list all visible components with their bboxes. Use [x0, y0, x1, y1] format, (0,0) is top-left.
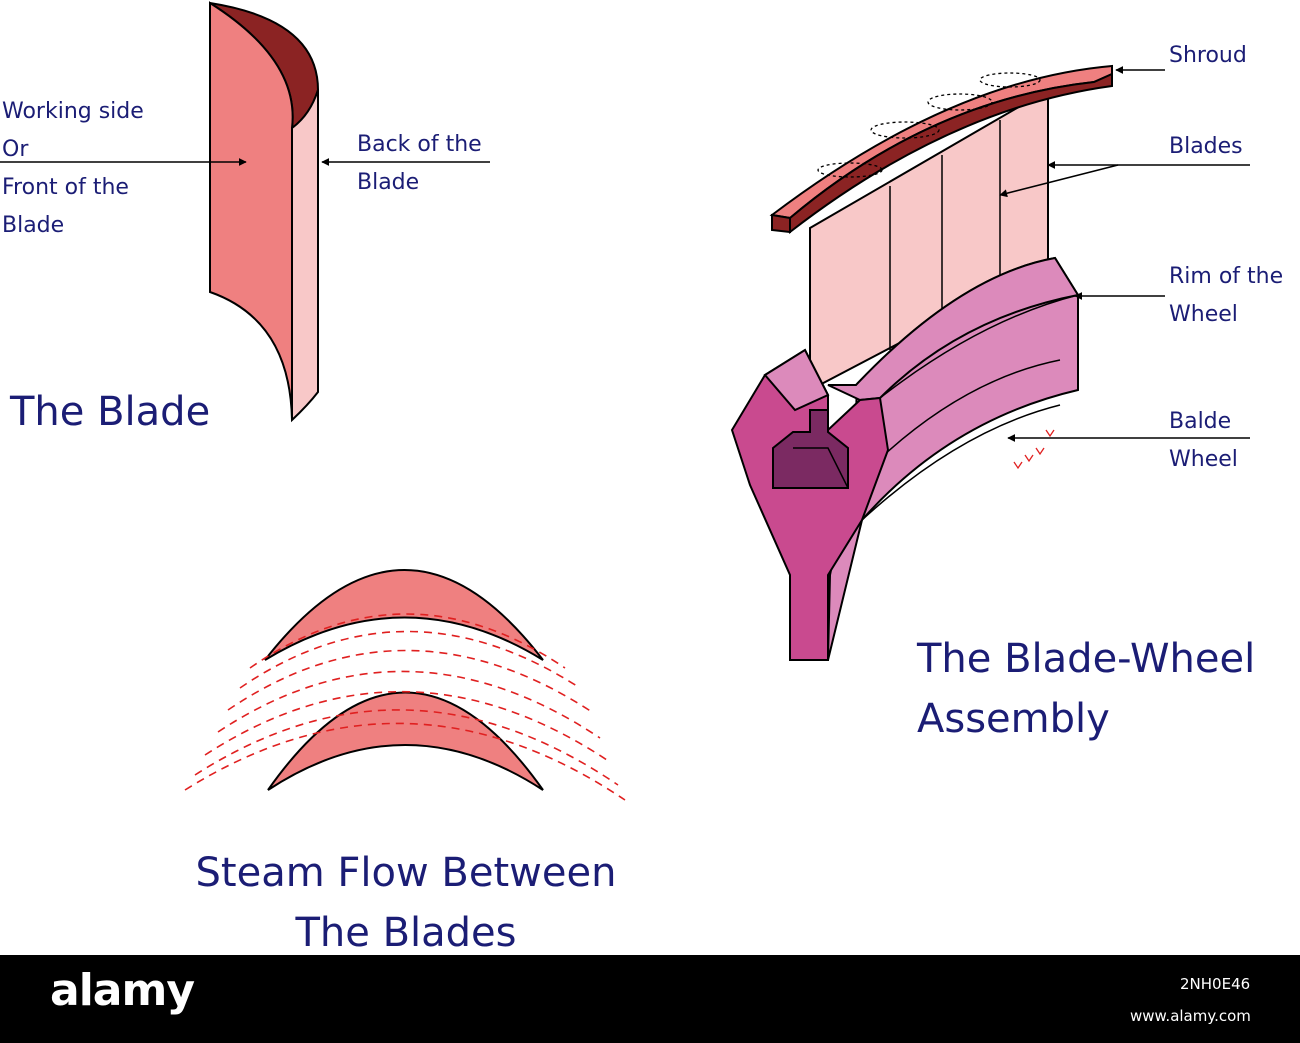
blades-arrow-second: [999, 164, 1119, 198]
shroud-edge: [771, 213, 791, 234]
working-side-line-2: Or: [2, 137, 29, 162]
steam-flow-title-line-1: Steam Flow Between: [195, 850, 617, 896]
shroud-label: Shroud: [1169, 43, 1247, 68]
brand-logo: alamy: [50, 965, 195, 1016]
rim-line-2: Wheel: [1169, 302, 1238, 327]
balde-wheel-label: Balde Wheel: [1169, 403, 1238, 479]
stock-footer-bar: alamy 2NH0E46 www.alamy.com: [0, 955, 1300, 1043]
blade-root-slot: [772, 409, 849, 489]
rim-line-1: Rim of the: [1169, 264, 1284, 289]
blade-wheel-assembly-figure: [730, 64, 1113, 661]
assembly-title: The Blade-Wheel Assembly: [917, 629, 1255, 749]
shroud-front: [789, 72, 1113, 235]
blades-label: Blades: [1169, 134, 1243, 159]
working-side-line-3: Front of the: [2, 175, 129, 200]
working-side-line-4: Blade: [2, 213, 65, 238]
balde-wheel-line-1: Balde: [1169, 409, 1232, 434]
upper-blade-section: [264, 569, 544, 661]
site-url: www.alamy.com: [1130, 1007, 1251, 1025]
blade-back-face: [291, 89, 319, 423]
working-side-line-1: Working side: [2, 99, 144, 124]
diagram-canvas: Working side Or Front of the Blade Back …: [0, 1, 1283, 956]
rim-of-wheel-label: Rim of the Wheel: [1169, 258, 1283, 334]
single-blade-figure: [209, 1, 320, 423]
steam-flow-title-line-2: The Blades: [295, 910, 517, 956]
lower-blade-section: [267, 691, 544, 791]
rim-left-top: [763, 348, 830, 412]
balde-wheel-marks: [1013, 429, 1055, 470]
diagram-svg: [0, 1, 1250, 801]
steam-flow-figure: [184, 569, 626, 801]
steam-flow-title: Steam Flow Between The Blades: [156, 843, 656, 963]
shroud-rivets: [817, 72, 1041, 178]
assembly-title-line-2: Assembly: [917, 696, 1110, 742]
image-id: 2NH0E46: [1180, 975, 1251, 993]
blade-title: The Blade: [10, 389, 211, 435]
back-of-blade-label: Back of the Blade: [357, 126, 482, 202]
steam-flow-lines: [184, 613, 626, 801]
back-line-1: Back of the: [357, 132, 482, 157]
working-side-label: Working side Or Front of the Blade: [2, 93, 144, 245]
back-line-2: Blade: [357, 170, 420, 195]
balde-wheel-line-2: Wheel: [1169, 447, 1238, 472]
assembly-title-line-1: The Blade-Wheel: [917, 636, 1256, 682]
